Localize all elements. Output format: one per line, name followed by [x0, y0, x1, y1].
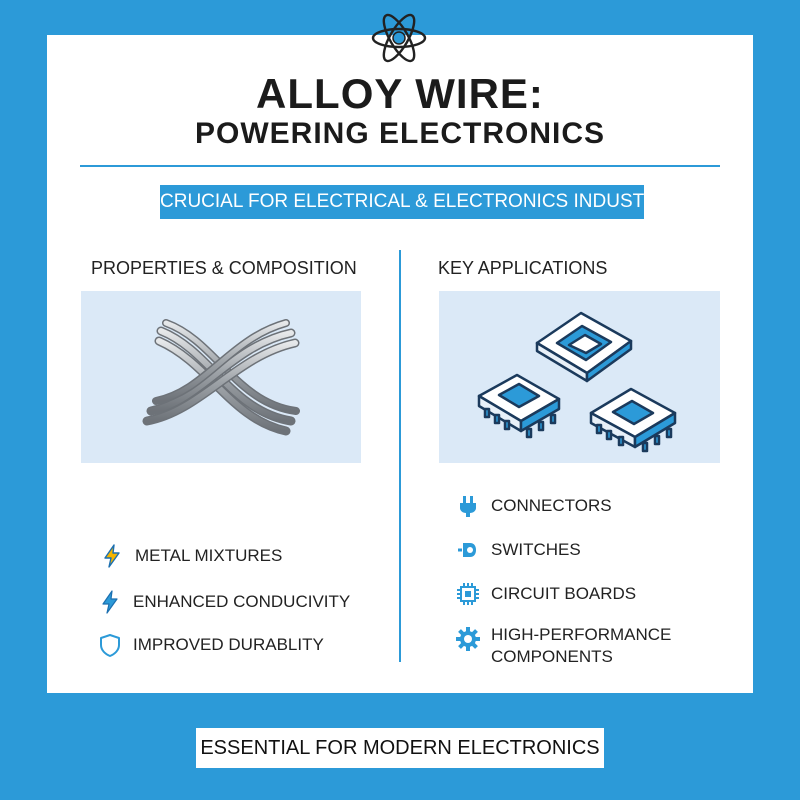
application-label-line-1: HIGH-PERFORMANCE [491, 625, 672, 644]
gear-icon [455, 626, 481, 652]
title-divider [80, 165, 720, 167]
electronic-components-illustration [477, 311, 677, 453]
alloy-wire-illustration [142, 319, 300, 436]
wire-illustration-panel [81, 291, 361, 463]
application-item-connectors: CONNECTORS [455, 493, 612, 519]
application-item-high-performance-components: HIGH-PERFORMANCE COMPONENTS [455, 624, 671, 668]
property-item-improved-durablity: IMPROVED DURABLITY [97, 632, 324, 658]
application-label: SWITCHES [491, 540, 581, 559]
property-item-enhanced-conducivity: ENHANCED CONDUCIVITY [97, 589, 350, 615]
property-item-metal-mixtures: METAL MIXTURES [99, 543, 282, 569]
components-illustration-panel [439, 291, 720, 463]
application-label-multiline: HIGH-PERFORMANCE COMPONENTS [491, 624, 671, 668]
lightning-bolt-blue-icon [97, 589, 123, 615]
atom-icon [370, 10, 428, 66]
properties-heading: PROPERTIES & COMPOSITION [91, 258, 357, 278]
application-label: CONNECTORS [491, 496, 612, 515]
title-line-1: ALLOY WIRE: [256, 70, 544, 117]
subtitle-banner: CRUCIAL FOR ELECTRICAL & ELECTRONICS IND… [160, 185, 689, 219]
property-label: ENHANCED CONDUCIVITY [133, 592, 351, 611]
plug-icon [455, 493, 481, 519]
application-label-line-2: COMPONENTS [491, 647, 613, 666]
column-divider [399, 250, 401, 662]
footer-banner: ESSENTIAL FOR MODERN ELECTRONICS [196, 728, 604, 768]
application-label: CIRCUIT BOARDS [491, 584, 637, 603]
property-label: IMPROVED DURABLITY [133, 635, 324, 654]
toggle-switch-icon [455, 537, 481, 563]
title-line-2: POWERING ELECTRONICS [194, 117, 605, 150]
chip-icon [455, 581, 481, 607]
lightning-bolt-yellow-icon [99, 543, 125, 569]
application-item-circuit-boards: CIRCUIT BOARDS [455, 581, 636, 607]
property-label: METAL MIXTURES [135, 546, 283, 565]
shield-icon [97, 632, 123, 658]
application-item-switches: SWITCHES [455, 537, 581, 563]
applications-heading: KEY APPLICATIONS [438, 258, 608, 278]
